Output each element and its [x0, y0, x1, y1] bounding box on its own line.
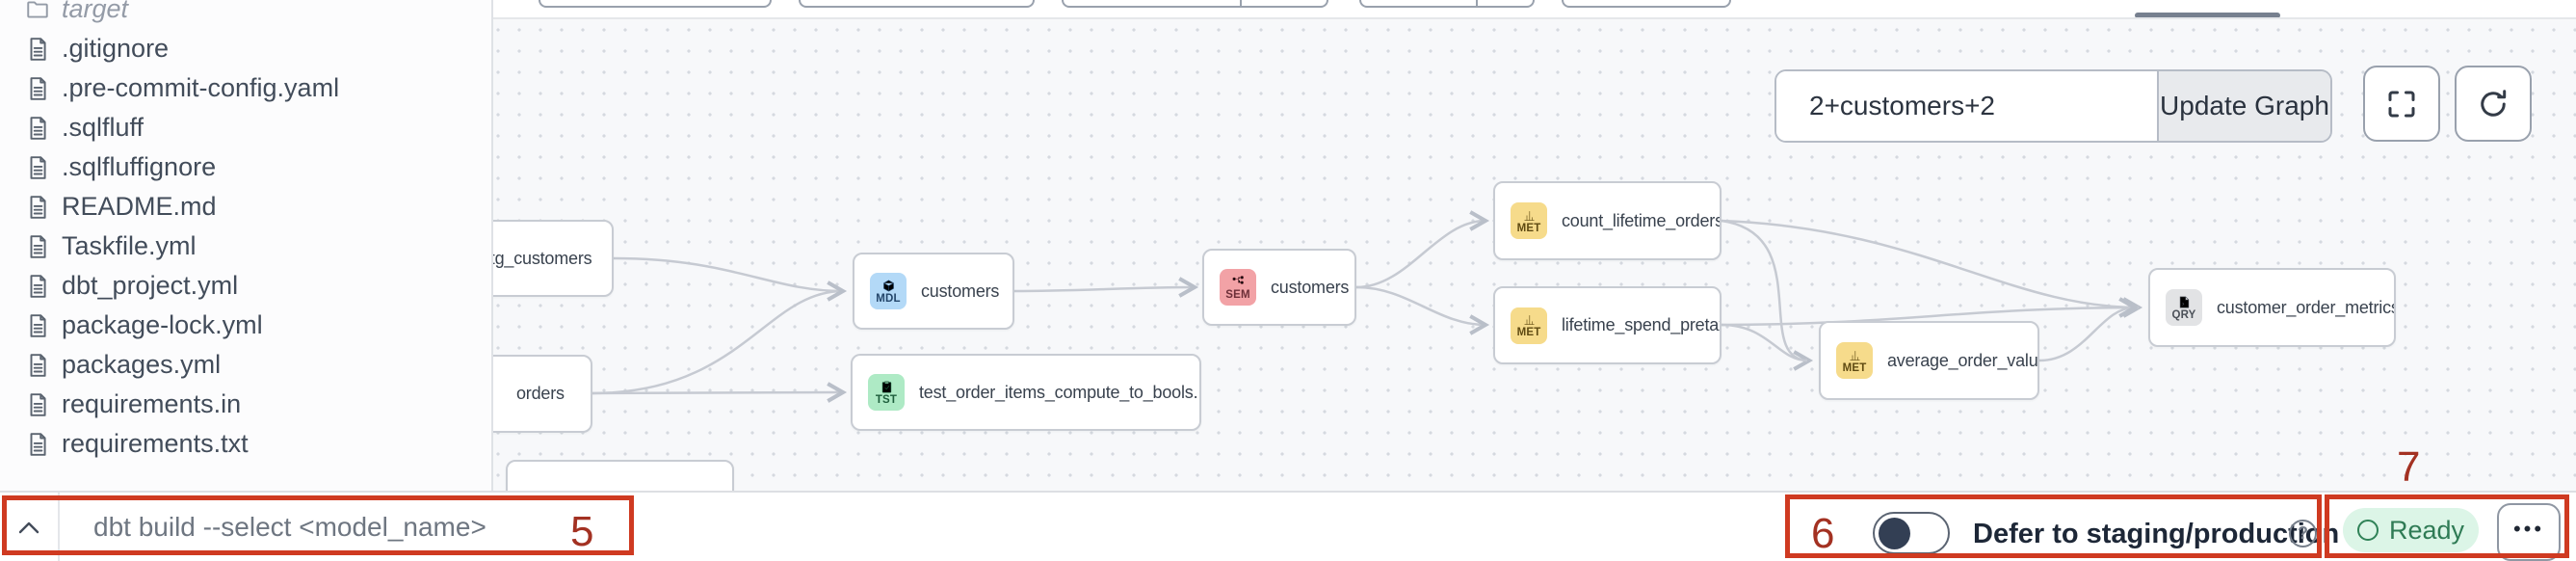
file-tree-item-readme[interactable]: README.md: [0, 187, 491, 227]
file-tree-item-dbt-project[interactable]: dbt_project.yml: [0, 266, 491, 306]
refresh-icon: [2481, 89, 2507, 117]
node-label: average_order_value: [1887, 350, 2039, 370]
node-label: customer_order_metrics: [2217, 297, 2396, 317]
node-label: stg_customers: [482, 248, 592, 268]
branch-icon: [1231, 275, 1244, 284]
bar-chart-icon: [1524, 210, 1534, 221]
saved-query-badge: QRY: [2166, 289, 2202, 326]
file-icon: [30, 234, 46, 258]
toolbar-cut-button[interactable]: [1062, 0, 1328, 8]
cube-icon: [882, 280, 894, 291]
folder-icon: [27, 0, 48, 18]
file-list: target .gitignore .pre-commit-config.yam…: [0, 0, 491, 464]
file-icon: [30, 116, 46, 140]
file-tree-item-sqlfluff[interactable]: .sqlfluff: [0, 108, 491, 147]
chevron-up-icon: [18, 521, 39, 533]
file-tree-item-package-lock[interactable]: package-lock.yml: [0, 306, 491, 345]
metric-badge: MET: [1836, 342, 1873, 379]
update-graph-button[interactable]: Update Graph: [2157, 71, 2330, 141]
status-ring-icon: [2356, 520, 2379, 541]
fullscreen-icon: [2388, 91, 2415, 117]
defer-toggle[interactable]: [1873, 512, 1950, 554]
button-divider: [1240, 0, 1242, 6]
semantic-model-badge: SEM: [1220, 269, 1256, 306]
status-badge: Ready: [2343, 508, 2479, 552]
status-text: Ready: [2388, 515, 2465, 545]
model-badge: MDL: [870, 273, 907, 309]
node-label: orders: [516, 384, 565, 403]
file-icon: [30, 353, 46, 377]
graph-node-average-order-value[interactable]: MET average_order_value: [1819, 321, 2039, 400]
file-tree-item-requirements-txt[interactable]: requirements.txt: [0, 424, 491, 464]
node-label: lifetime_spend_pretax: [1562, 315, 1722, 334]
graph-node-test-order-items[interactable]: TST test_order_items_compute_to_bools...: [851, 354, 1201, 431]
dbt-command-input[interactable]: [62, 493, 1218, 561]
active-tab-indicator: [2135, 13, 2280, 17]
help-icon[interactable]: ?: [2289, 520, 2317, 548]
file-icon: [30, 313, 46, 337]
node-label: count_lifetime_orders: [1562, 210, 1722, 230]
metric-badge: MET: [1511, 202, 1547, 239]
file-tree-item-target[interactable]: target: [0, 0, 491, 29]
graph-node-lifetime-spend-pretax[interactable]: MET lifetime_spend_pretax: [1493, 286, 1722, 364]
node-label: customers: [921, 280, 1000, 301]
toolbar-cut-button[interactable]: [799, 0, 1035, 8]
fullscreen-button[interactable]: [2363, 66, 2440, 142]
metric-badge: MET: [1511, 307, 1547, 344]
graph-node-customers-semantic[interactable]: SEM customers: [1202, 249, 1356, 326]
file-icon: [30, 37, 46, 61]
toolbar-cut-button[interactable]: [1562, 0, 1731, 8]
node-label: customers: [1271, 277, 1350, 297]
file-icon: [30, 432, 46, 456]
file-icon: [30, 274, 46, 298]
file-icon: [30, 392, 46, 416]
graph-node-customer-order-metrics[interactable]: QRY customer_order_metrics: [2148, 268, 2396, 347]
file-icon: [30, 195, 46, 219]
graph-selector-toolbar: Update Graph: [1774, 69, 2332, 143]
query-file-icon: [2179, 296, 2189, 307]
graph-node-customers-model[interactable]: MDL customers: [853, 253, 1014, 330]
toolbar-cut-button[interactable]: [539, 0, 772, 8]
command-bar: [0, 491, 2576, 561]
file-tree-item-packages[interactable]: packages.yml: [0, 345, 491, 385]
collapse-panel-button[interactable]: [0, 493, 60, 561]
toolbar-cut-button[interactable]: [1359, 0, 1535, 8]
bar-chart-icon: [1850, 350, 1859, 361]
button-divider: [1476, 0, 1478, 6]
defer-label: Defer to staging/production: [1973, 519, 2340, 549]
graph-node-count-lifetime-orders[interactable]: MET count_lifetime_orders: [1493, 181, 1722, 260]
file-tree-sidebar: target .gitignore .pre-commit-config.yam…: [0, 0, 493, 491]
file-tree-item-pre-commit-config[interactable]: .pre-commit-config.yaml: [0, 68, 491, 108]
bar-chart-icon: [1524, 315, 1534, 325]
top-toolbar-strip: [493, 0, 2576, 19]
file-tree-item-requirements-in[interactable]: requirements.in: [0, 385, 491, 424]
file-tree-item-sqlfluffignore[interactable]: .sqlfluffignore: [0, 147, 491, 187]
more-options-button[interactable]: •••: [2497, 503, 2561, 561]
refresh-button[interactable]: [2455, 66, 2532, 142]
file-icon: [30, 76, 46, 100]
file-tree-item-taskfile[interactable]: Taskfile.yml: [0, 227, 491, 266]
file-tree-item-gitignore[interactable]: .gitignore: [0, 29, 491, 68]
graph-selector-input[interactable]: [1776, 71, 2157, 141]
toggle-knob: [1879, 517, 1910, 549]
file-icon: [30, 155, 46, 179]
clipboard-check-icon: [881, 381, 891, 392]
node-label: test_order_items_compute_to_bools...: [919, 382, 1201, 402]
test-badge: TST: [868, 374, 905, 411]
